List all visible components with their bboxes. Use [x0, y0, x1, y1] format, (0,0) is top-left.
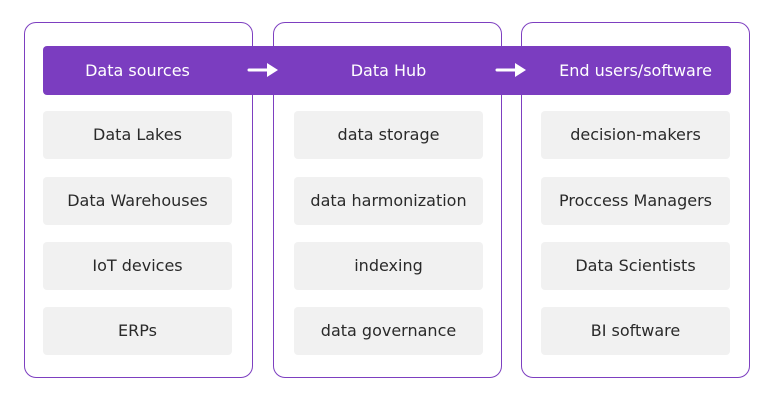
list-item: Data Scientists [541, 242, 730, 290]
column-title-end-users: End users/software [559, 61, 712, 80]
list-item: data harmonization [294, 177, 483, 225]
list-item: Data Lakes [43, 111, 232, 159]
header-band [43, 46, 731, 95]
list-item: data storage [294, 111, 483, 159]
list-item: decision-makers [541, 111, 730, 159]
arrow-right-icon [247, 63, 278, 77]
column-title-data-hub: Data Hub [350, 61, 427, 80]
list-item: indexing [294, 242, 483, 290]
column-title-data-sources: Data sources [85, 61, 190, 80]
list-item: Proccess Managers [541, 177, 730, 225]
list-item: BI software [541, 307, 730, 355]
arrow-right-icon [495, 63, 526, 77]
list-item: IoT devices [43, 242, 232, 290]
list-item: data governance [294, 307, 483, 355]
list-item: Data Warehouses [43, 177, 232, 225]
list-item: ERPs [43, 307, 232, 355]
